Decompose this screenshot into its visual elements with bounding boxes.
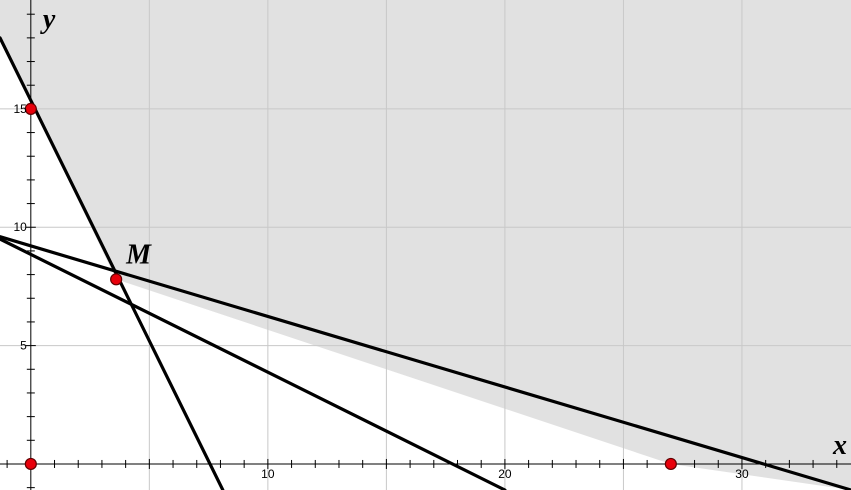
point-marker xyxy=(24,457,37,471)
point-M xyxy=(110,273,123,286)
y-axis-name: y xyxy=(40,4,56,35)
x-tick-label: 20 xyxy=(498,467,512,481)
point-label-M: M xyxy=(125,239,152,270)
point-marker xyxy=(664,457,677,471)
x-tick-label: 30 xyxy=(735,467,749,481)
points-layer xyxy=(24,102,677,471)
constraint-line-a xyxy=(0,36,225,490)
y-tick-label: 15 xyxy=(13,102,27,116)
point-marker xyxy=(24,102,37,115)
labels-layer: 10 20 30 5 10 15 x yM xyxy=(13,4,847,481)
x-axis-name: x xyxy=(832,430,847,461)
constraint-line-c xyxy=(0,237,507,490)
constraint-line-b xyxy=(0,235,851,490)
y-tick-label: 5 xyxy=(20,339,27,353)
x-tick-label: 10 xyxy=(261,467,275,481)
lines-layer xyxy=(0,36,851,490)
y-tick-label: 10 xyxy=(13,220,27,234)
